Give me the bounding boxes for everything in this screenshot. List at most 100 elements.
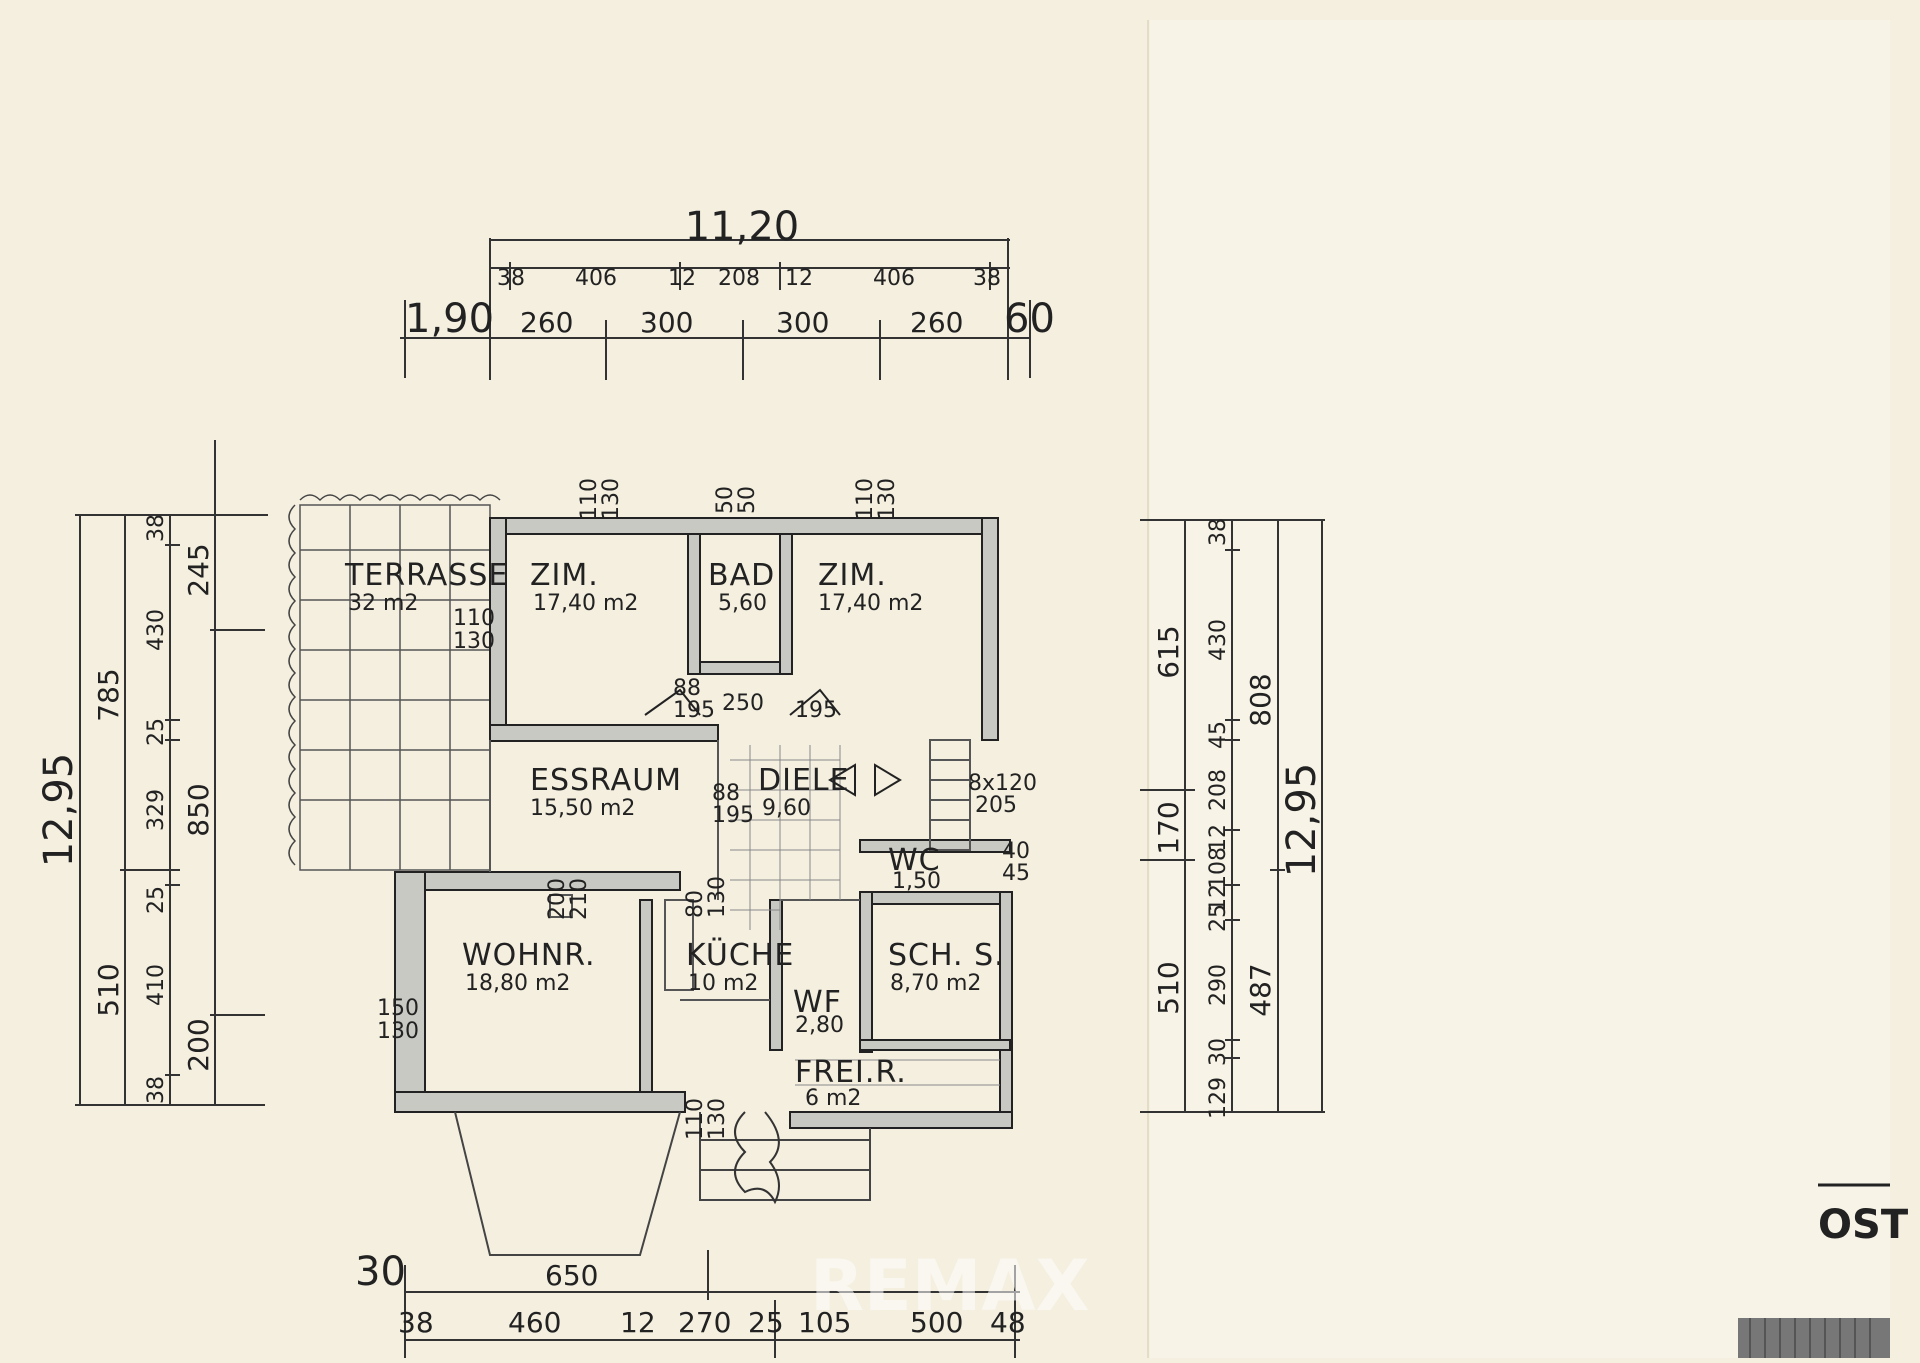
top-dim-2: 406 (575, 266, 617, 291)
top-dim-a: 260 (520, 306, 573, 339)
room-zim2-area: 17,40 m2 (818, 591, 923, 616)
hall-tiles (730, 745, 1000, 1086)
wc-door-h: 45 (1002, 861, 1030, 886)
right-dimensions (1140, 519, 1325, 1113)
right-col2-4: 208 (1206, 769, 1231, 811)
terrasse-door-w: 110 (453, 606, 495, 631)
top-dim-c: 300 (776, 306, 829, 339)
left-dims-col1: 785 510 (92, 668, 125, 1016)
opening-labels: 110 130 50 50 110 130 110 130 200 210 80… (377, 478, 1037, 1140)
right-col2-3: 45 (1206, 721, 1231, 749)
stair-count: 8x120 (968, 771, 1037, 796)
top-dim-7: 38 (973, 266, 1001, 291)
room-wc-name: WC (888, 843, 941, 878)
watermark-text: REMAX (810, 1245, 1090, 1327)
terrasse-door-h: 130 (453, 629, 495, 654)
right-col2-2: 430 (1206, 619, 1231, 661)
left-dims-col2: 38 430 25 329 25 410 38 (144, 514, 169, 1104)
right-col1-c: 510 (1152, 961, 1185, 1014)
wc-door-w: 40 (1002, 839, 1030, 864)
room-zim2-name: ZIM. (818, 558, 887, 593)
terrace (288, 494, 501, 871)
zim2-window-w: 110 (853, 478, 878, 520)
right-dims-col1: 615 170 510 (1152, 625, 1185, 1014)
entrance-path (454, 1111, 871, 1256)
right-col2-10: 30 (1206, 1038, 1231, 1066)
room-wf-area: 2,80 (795, 1013, 844, 1038)
room-diele-name: DIELE (758, 763, 850, 798)
right-col2-8: 25 (1206, 904, 1231, 932)
left-dims-col3: 245 850 200 (182, 543, 215, 1071)
bad-door-w: 250 (722, 691, 764, 716)
bottom-dim-6: 105 (798, 1306, 851, 1339)
shrub (734, 1111, 780, 1205)
bottom-dims-row2: 38 460 12 270 25 105 500 48 (398, 1306, 1026, 1339)
right-col2-1: 38 (1206, 518, 1231, 546)
right-col1-b: 170 (1152, 801, 1185, 854)
essraum-window-h: 210 (567, 878, 592, 920)
entrance-h: 130 (705, 1098, 730, 1140)
room-wc-area: 1,50 (892, 869, 941, 894)
top-dim-1: 38 (497, 266, 525, 291)
room-bad-area: 5,60 (718, 591, 767, 616)
door2-h: 195 (673, 698, 715, 723)
left-col2-6: 410 (144, 964, 169, 1006)
door1-h: 195 (712, 803, 754, 828)
left-col2-5: 25 (144, 886, 169, 914)
room-kueche-area: 10 m2 (688, 971, 758, 996)
paper-fold-right (1150, 20, 1890, 1358)
room-kueche-name: KÜCHE (686, 937, 794, 973)
right-col2-7: 12 (1206, 884, 1231, 912)
wohnr-window-h: 130 (377, 1019, 419, 1044)
right-col2-5: 12 (1206, 824, 1231, 852)
right-col2-11: 129 (1206, 1077, 1231, 1119)
door2-w: 88 (673, 676, 701, 701)
stair-height: 205 (975, 793, 1017, 818)
left-dimensions (75, 440, 268, 1106)
bottom-dim-overall: 650 (545, 1259, 598, 1292)
top-dimensions (400, 238, 1031, 380)
zim2-window-h: 130 (875, 478, 900, 520)
right-dims-col3: 808 487 (1244, 673, 1277, 1016)
room-labels: TERRASSE 32 m2 ZIM. 17,40 m2 BAD 5,60 ZI… (344, 558, 1004, 1111)
compass-label-ost: OST (1818, 1202, 1909, 1248)
top-dims-row2: 260 300 300 260 (520, 306, 963, 339)
scale-bar (1738, 1318, 1890, 1358)
left-col2-2: 430 (144, 609, 169, 651)
room-diele-area: 9,60 (762, 796, 811, 821)
bottom-dim-2: 460 (508, 1306, 561, 1339)
room-essraum-area: 15,50 m2 (530, 796, 635, 821)
room-zim1-area: 17,40 m2 (533, 591, 638, 616)
left-col3-c: 200 (182, 1018, 215, 1071)
top-dim-5: 12 (785, 266, 813, 291)
partitions (489, 739, 971, 1001)
left-overall-dim: 12,95 (36, 753, 82, 868)
wohnr-window-w: 150 (377, 996, 419, 1021)
left-col3-a: 245 (182, 543, 215, 596)
top-dim-right: 60 (1004, 296, 1055, 342)
bottom-dimensions (404, 1250, 1020, 1358)
bottom-dim-8: 48 (990, 1306, 1026, 1339)
zim1-window-h: 130 (599, 478, 624, 520)
zim1-window-w: 110 (577, 478, 602, 520)
top-dim-d: 260 (910, 306, 963, 339)
bad-window-h: 50 (735, 486, 760, 514)
stair-arrows (644, 688, 902, 797)
left-col2-3: 25 (144, 718, 169, 746)
room-essraum-name: ESSRAUM (530, 763, 682, 798)
top-dim-4: 208 (718, 266, 760, 291)
left-col3-b: 850 (182, 783, 215, 836)
bad-door-h: 195 (795, 698, 837, 723)
door1-w: 88 (712, 781, 740, 806)
right-dims-col2: 38 430 45 208 12 108 12 25 290 30 129 (1206, 518, 1231, 1119)
room-schs-area: 8,70 m2 (890, 971, 981, 996)
left-col1-b: 510 (92, 963, 125, 1016)
left-col1-a: 785 (92, 668, 125, 721)
bottom-dim-7: 500 (910, 1306, 963, 1339)
right-col3-a: 808 (1244, 673, 1277, 726)
room-freir-area: 6 m2 (805, 1086, 861, 1111)
room-wohnr-area: 18,80 m2 (465, 971, 570, 996)
room-freir-name: FREI.R. (795, 1055, 907, 1090)
top-overall-dim: 11,20 (685, 204, 800, 250)
